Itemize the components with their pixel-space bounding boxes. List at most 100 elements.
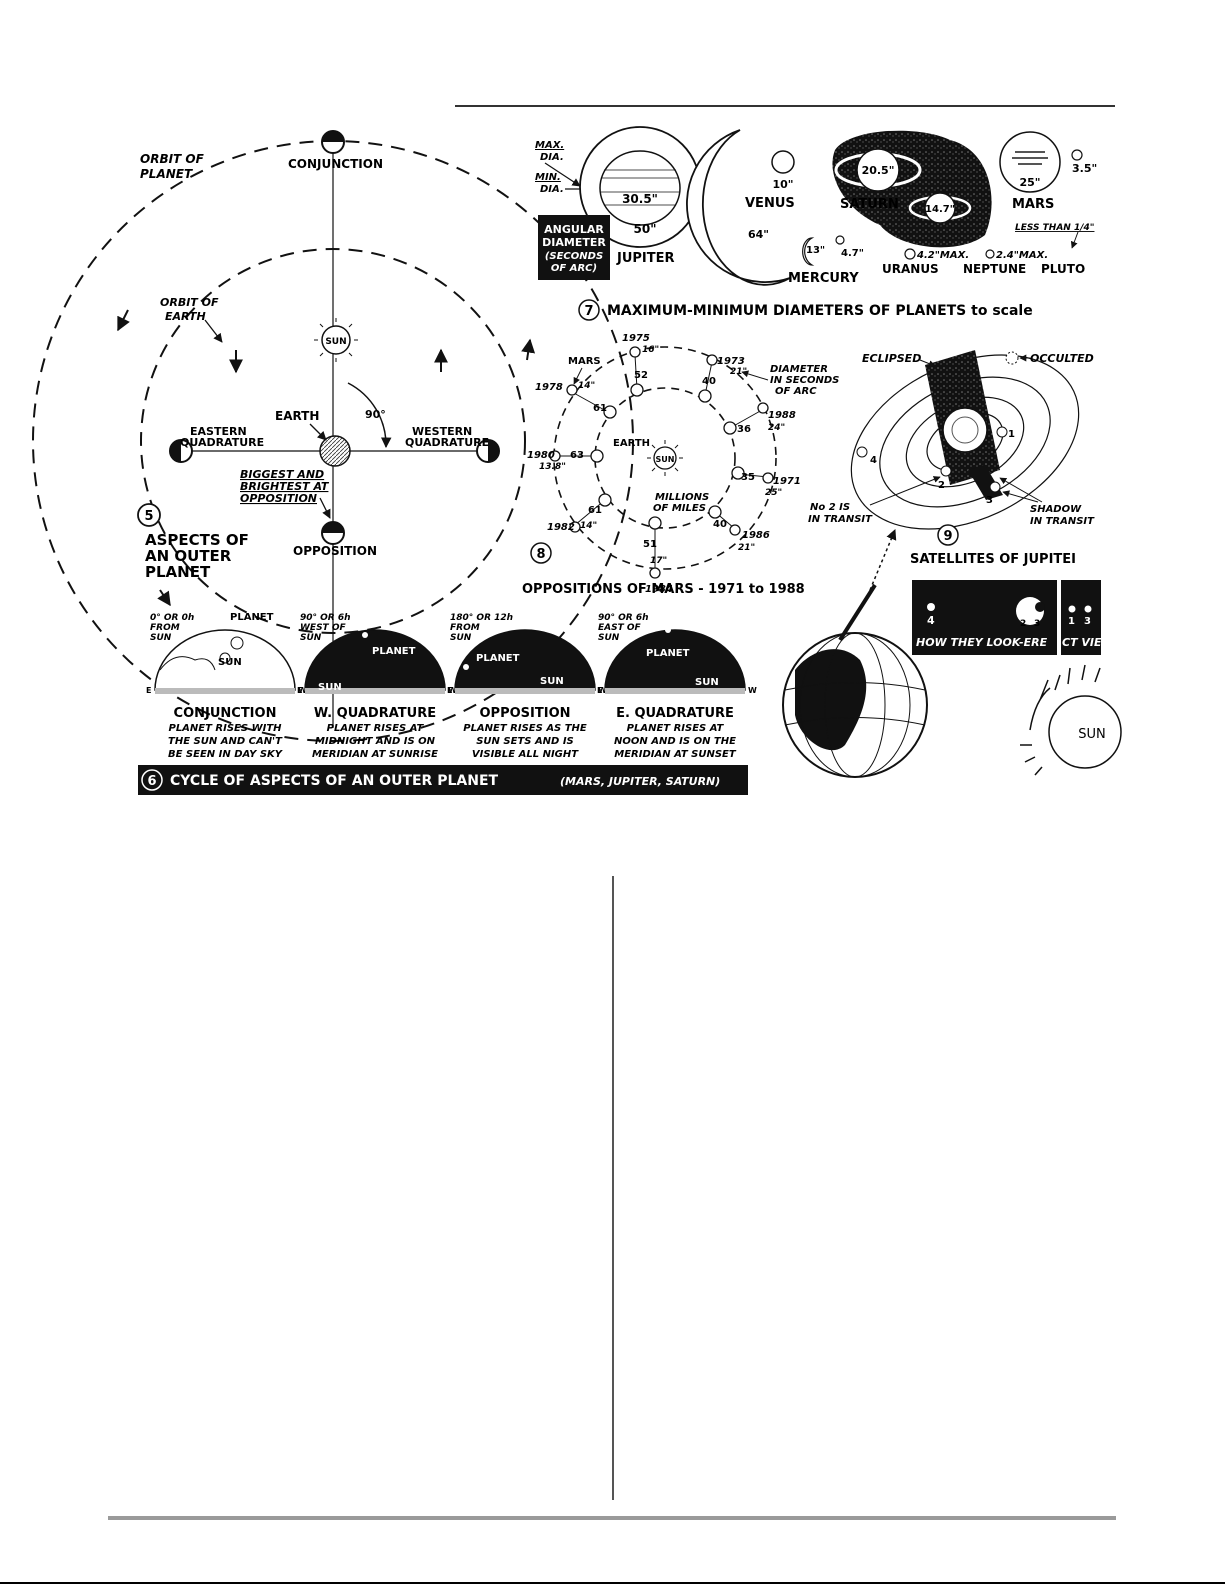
f7-n-text: 2.4"MAX. [996, 250, 1048, 261]
fig9-jupiter-satellites: ECLIPSED OCCULTED 1 2 3 4 No 2 IS IN TRA… [783, 321, 1121, 777]
f6-p2-d1-text: PLANET RISES AT [327, 723, 425, 734]
f7-max2-text: DIA. [540, 152, 564, 163]
conjunction-label: CONJUNCTION [288, 157, 383, 171]
f9-l3-text: 3 [1034, 619, 1040, 629]
f6-p4-pos3-text: SUN [598, 633, 620, 643]
f9-n2-text: 2 [938, 480, 945, 491]
f8-m61a-text: 61 [593, 403, 607, 414]
f8-dn2-text: IN SECONDS [770, 375, 839, 386]
f8-m51-text: 51 [643, 539, 657, 550]
f7-me47-text: 4.7" [841, 248, 864, 259]
f6-p1-planet-text: PLANET [230, 612, 274, 623]
f7-s20-text: 20.5" [862, 164, 895, 177]
fig5-sun-label: SUN [325, 337, 346, 347]
venus-small [772, 151, 794, 173]
astronomy-figure: SUN ORBIT OF PLANET CONJUNCTION ORBIT OF… [0, 0, 1225, 820]
f8-y88-text: 1988 [768, 410, 796, 421]
f8-d82-text: 14" [580, 521, 597, 531]
f8-y71-text: 1971 [773, 476, 801, 487]
f8-m40-text: 40 [702, 376, 716, 387]
f8-mil1-text: MILLIONS [655, 492, 709, 503]
mars-small [1072, 150, 1082, 160]
f6-p1-d3-text: BE SEEN IN DAY SKY [168, 749, 284, 760]
f8-d84-text: 17" [650, 556, 667, 566]
f5-orbit-e2-text: EARTH [165, 310, 206, 323]
f8-earth-text: EARTH [613, 438, 650, 449]
f6-e4-text: E [597, 686, 602, 695]
f6-p2-pos1-text: 90° OR 6h [300, 613, 351, 623]
f9-l4-text: 4 [927, 614, 935, 627]
f6-p4-d2-text: NOON AND IS ON THE [614, 736, 736, 747]
f9-n1-text: 1 [1008, 429, 1015, 440]
f8-d73-text: 21" [730, 367, 747, 377]
f6-p2-d2-text: MIDNIGHT AND IS ON [315, 736, 436, 747]
f8-d78-text: 14" [578, 381, 595, 391]
fig8-title: OPPOSITIONS OF MARS - 1971 to 1988 [522, 582, 805, 597]
f8-m61b-text: 61 [588, 505, 602, 516]
f5-wq2-text: QUADRATURE [405, 436, 489, 449]
orbit-of-planet-label: ORBIT OF [140, 152, 205, 166]
f7-p-text: LESS THAN 1/4" [1015, 223, 1094, 233]
f7-ab4-text: OF ARC) [551, 263, 597, 274]
f8-y82-text: 1982 [547, 522, 575, 533]
earth-label: EARTH [275, 409, 319, 423]
corner-sun-icon: SUN [1020, 665, 1121, 775]
f6-p3-pos3-text: SUN [450, 633, 472, 643]
f6-p2-pos2-text: WEST OF [300, 623, 346, 633]
fig8-sun-icon: SUN [647, 440, 683, 476]
uranus-label: URANUS [882, 262, 939, 276]
f8-m40b-text: 40 [713, 519, 727, 530]
telescope-icon [840, 585, 875, 640]
fig5-sun-icon: SUN [314, 318, 358, 362]
f9-n4-text: 4 [870, 455, 877, 466]
f5-big3-text: OPPOSITION [240, 492, 317, 505]
footer-rule [108, 1516, 1116, 1520]
f8-d75-text: 16" [642, 345, 659, 355]
f9-r1-text: 1 [1068, 616, 1075, 627]
fig6-number: 6 [147, 774, 156, 789]
f6-p4-d1-text: PLANET RISES AT [627, 723, 725, 734]
f9-l2-text: 2 [1020, 619, 1026, 629]
f6-p4-name-text: E. QUADRATURE [616, 706, 734, 721]
occulted-label: OCCULTED [1030, 352, 1094, 365]
f6-e1-text: E [146, 686, 151, 695]
f9-sh2-text: IN TRANSIT [1030, 516, 1095, 527]
shadow-label: SHADOW [1030, 504, 1082, 515]
opposition-label: OPPOSITION [293, 544, 377, 558]
f6-p1-d1-text: PLANET RISES WITH [168, 723, 282, 734]
f9-sun-text: SUN [1078, 727, 1106, 742]
f6-p1-d2-text: THE SUN AND CAN'T [168, 736, 283, 747]
f7-ab1-text: ANGULAR [544, 223, 604, 236]
f7-ab3-text: (SECONDS [545, 251, 603, 262]
f6-p3-pos2-text: FROM [450, 623, 480, 633]
f8-y86-text: 1986 [742, 530, 770, 541]
f6-e2-text: E [297, 686, 302, 695]
f8-d88-text: 24" [768, 423, 785, 433]
fig7-title: MAXIMUM-MINIMUM DIAMETERS OF PLANETS to … [607, 303, 1033, 319]
f6-p1-pos1-text: 0° OR 0h [150, 613, 194, 623]
f6-p3-name-text: OPPOSITION [480, 706, 571, 721]
fig9-title: SATELLITES OF JUPITEI [910, 552, 1076, 567]
fig6-cycle-of-aspects: 0° OR 0h FROM SUN PLANET SUN E W CONJUNC… [138, 612, 757, 795]
f6-p4-d3-text: MERIDIAN AT SUNSET [614, 749, 737, 760]
f6-p3-d1-text: PLANET RISES AS THE [463, 723, 587, 734]
f7-s14-text: 14.7" [925, 204, 955, 215]
mars-label-8: MARS [568, 356, 601, 367]
jupiter-min-value: 30.5" [622, 192, 658, 206]
f7-me13-text: 13" [806, 245, 825, 256]
f6-w4-text: W [748, 686, 757, 695]
f8-m52-text: 52 [634, 370, 648, 381]
page-edge-line [0, 1582, 1225, 1584]
fig5-number: 5 [144, 509, 153, 524]
f8-d71-text: 25" [765, 488, 782, 498]
f6-p3-d2-text: SUN SETS AND IS [476, 736, 574, 747]
transit-label: No 2 IS [810, 502, 850, 513]
fig6-title: CYCLE OF ASPECTS OF AN OUTER PLANET [170, 773, 499, 789]
f8-m35-text: 35 [741, 472, 755, 483]
f6-e3-text: E [447, 686, 452, 695]
f9-r3-text: 3 [1084, 616, 1091, 627]
f8-y75-text: 1975 [622, 333, 650, 344]
f6-p3-sun-text: SUN [540, 676, 564, 687]
f9-n3-text: 3 [986, 495, 993, 506]
f6-p2-pos3-text: SUN [300, 633, 322, 643]
